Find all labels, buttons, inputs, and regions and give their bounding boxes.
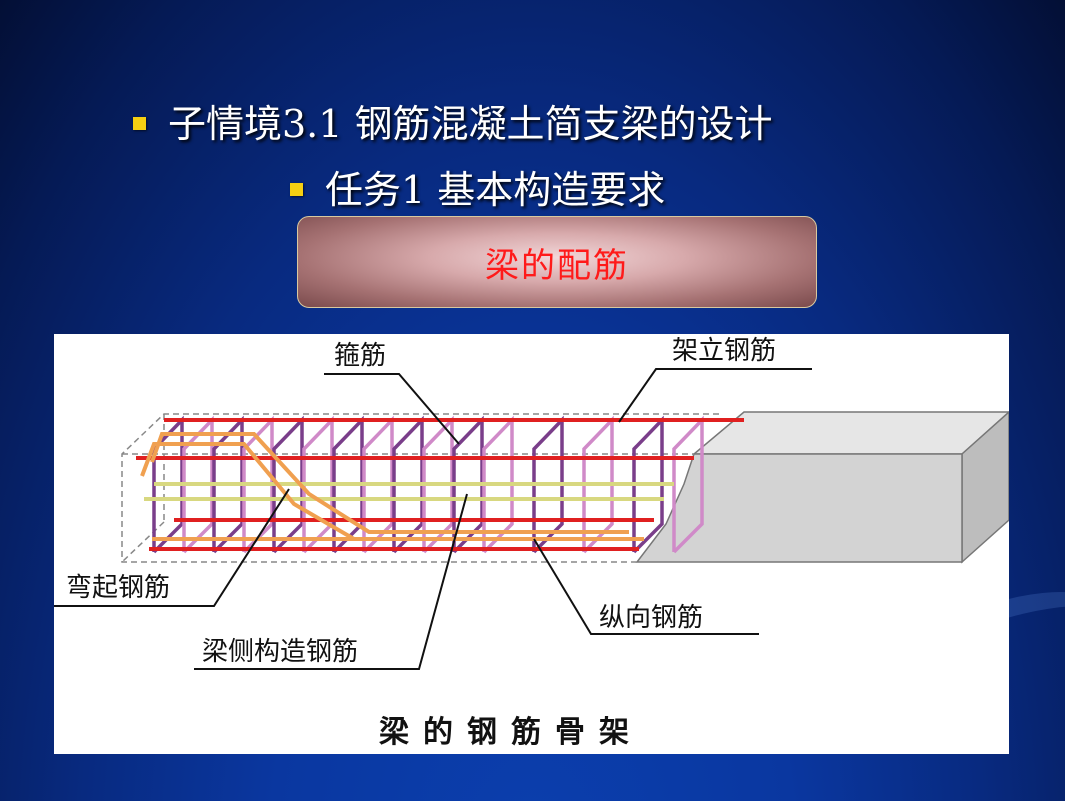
- label-longitudinal-bar: 纵向钢筋: [599, 603, 703, 633]
- bullet-text-2: 任务1 基本构造要求: [325, 168, 666, 212]
- label-bent-bar: 弯起钢筋: [66, 573, 170, 603]
- bullet-square-icon: [290, 183, 303, 196]
- bullet-line-2: 任务1 基本构造要求: [290, 168, 665, 212]
- section-title-box: 梁的配筋: [297, 216, 817, 308]
- longitudinal-bars: [136, 418, 744, 551]
- beam-outline: [121, 413, 719, 563]
- rebar-cage-figure: 箍筋 架立钢筋 弯起钢筋 纵向钢筋 梁侧构造钢筋 梁的钢筋骨架: [54, 334, 1009, 754]
- figure-caption: 梁的钢筋骨架: [379, 715, 643, 750]
- section-title: 梁的配筋: [485, 245, 629, 286]
- rebar-cage-diagram: 箍筋 架立钢筋 弯起钢筋 纵向钢筋 梁侧构造钢筋 梁的钢筋骨架: [54, 336, 1009, 750]
- bullet-line-1: 子情境3.1 钢筋混凝土简支梁的设计: [133, 102, 773, 146]
- leader-lines: [54, 368, 812, 670]
- bullet-square-icon: [133, 117, 146, 130]
- bullet-text-1: 子情境3.1 钢筋混凝土简支梁的设计: [168, 102, 773, 146]
- concrete-block: [635, 410, 1009, 564]
- label-stirrup: 箍筋: [334, 341, 386, 371]
- label-erection-bar: 架立钢筋: [672, 336, 776, 366]
- label-side-bar: 梁侧构造钢筋: [202, 637, 358, 667]
- bent-up-bars: [140, 432, 629, 541]
